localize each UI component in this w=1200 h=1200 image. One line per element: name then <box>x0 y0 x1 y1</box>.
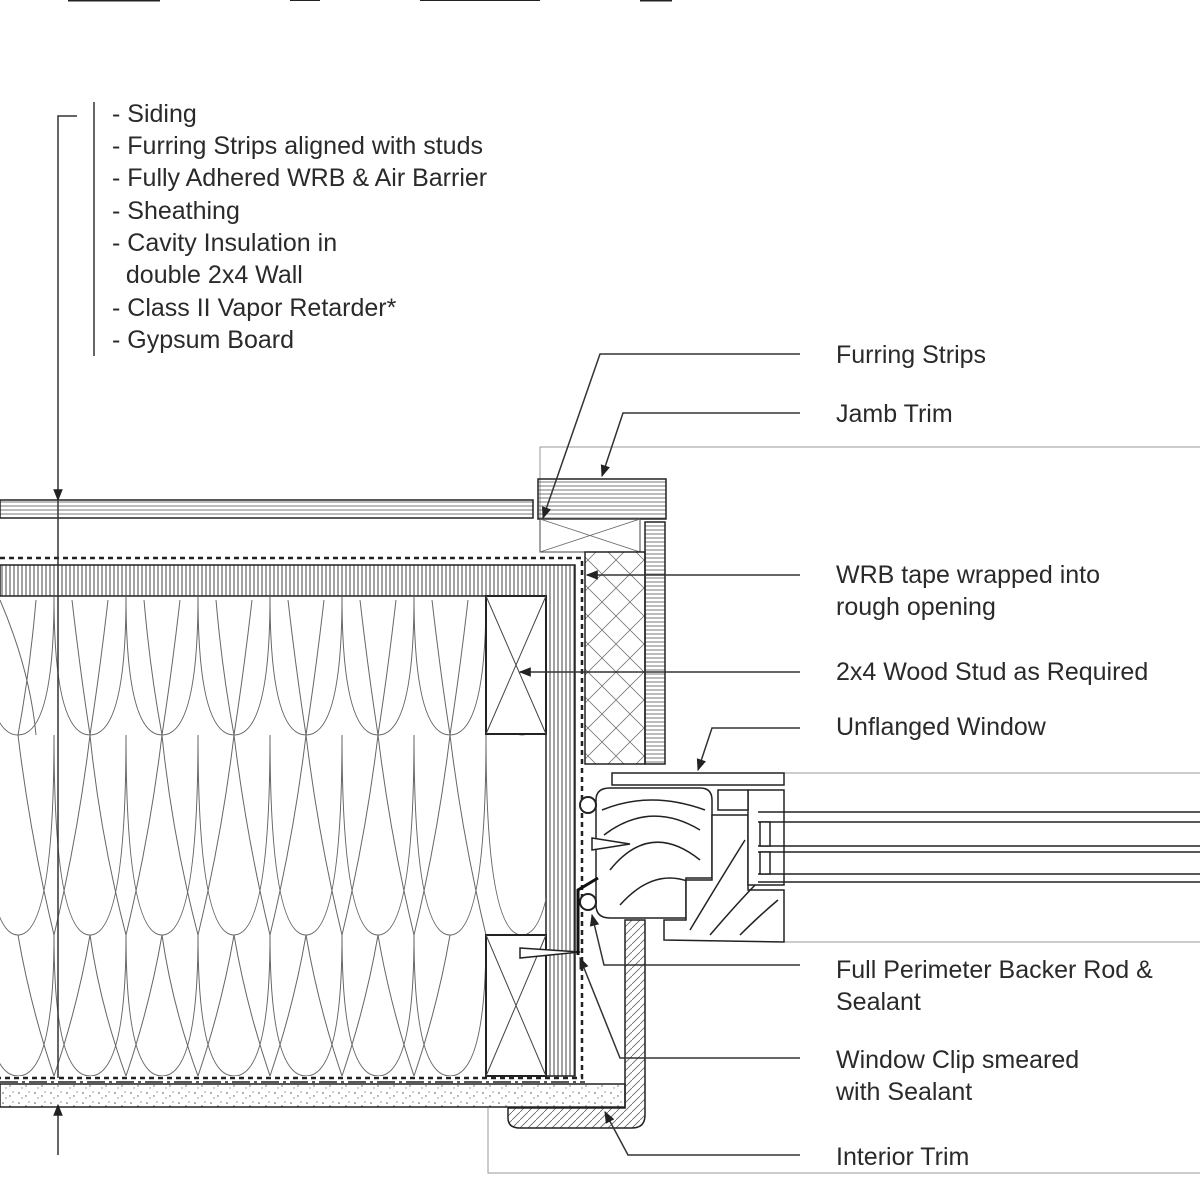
furring-strip <box>539 518 641 553</box>
layer-vapor-retarder: - Class II Vapor Retarder* <box>112 294 397 322</box>
wall-assembly-list: - Siding - Furring Strips aligned with s… <box>112 100 494 354</box>
layer-siding: - Siding <box>112 100 197 128</box>
backer-rod-lower <box>579 893 597 911</box>
label-wrb-tape: WRB tape wrapped into rough opening <box>836 561 1107 621</box>
layer-sheathing: - Sheathing <box>112 197 240 225</box>
layer-furring: - Furring Strips aligned with studs <box>112 132 483 160</box>
window-clip-screws <box>519 837 631 959</box>
rough-opening-stud <box>584 551 646 765</box>
window-clip <box>576 876 599 955</box>
wood-stud-lower <box>485 934 547 1077</box>
layer-insulation-cont: double 2x4 Wall <box>112 261 303 289</box>
leader-lines <box>518 353 800 1156</box>
wall-assembly-bracket <box>53 102 95 1155</box>
siding <box>0 499 534 519</box>
unflanged-window <box>595 772 1200 943</box>
interior-trim <box>507 919 646 1129</box>
wood-stud-upper <box>485 595 547 735</box>
jamb-trim-board <box>537 478 667 520</box>
layer-wrb: - Fully Adhered WRB & Air Barrier <box>112 164 487 192</box>
gypsum-board <box>0 1083 626 1108</box>
layer-insulation: - Cavity Insulation in <box>112 229 337 257</box>
layer-gypsum: - Gypsum Board <box>112 326 294 354</box>
wrb-line <box>0 556 584 1080</box>
label-window-clip: Window Clip smeared with Sealant <box>835 1046 1086 1106</box>
cavity-insulation <box>0 596 546 1076</box>
label-furring-strips: Furring Strips <box>836 341 986 369</box>
label-interior-trim: Interior Trim <box>836 1143 969 1171</box>
label-wood-stud: 2x4 Wood Stud as Required <box>836 658 1148 686</box>
jamb-extension <box>644 521 666 765</box>
label-jamb-trim: Jamb Trim <box>836 400 953 428</box>
backer-rod-upper <box>579 796 597 814</box>
label-backer-rod: Full Perimeter Backer Rod & Sealant <box>836 956 1160 1016</box>
label-unflanged-window: Unflanged Window <box>836 713 1047 741</box>
